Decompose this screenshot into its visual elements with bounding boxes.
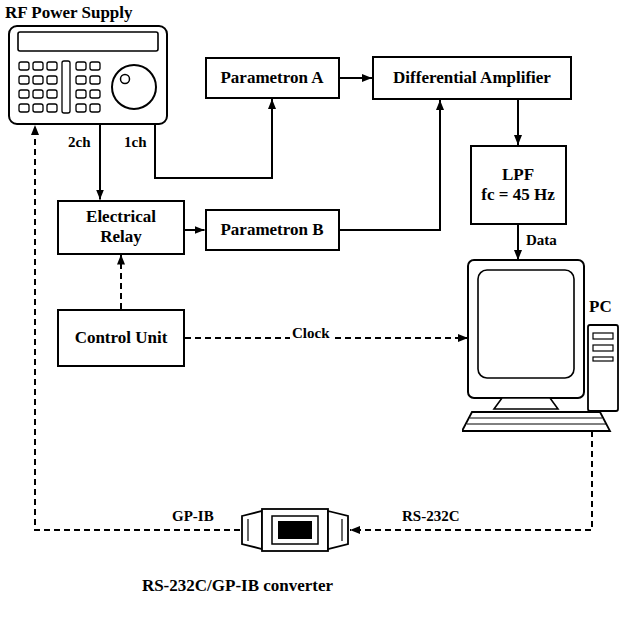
amplifier-box: Differential Amplifier	[372, 56, 572, 100]
power-supply-illustration	[8, 25, 168, 125]
node-text: Differential Amplifier	[383, 68, 561, 88]
signal-line	[517, 225, 519, 260]
node-text: LPF	[481, 165, 556, 185]
filter-box: LPFfc = 45 Hz	[470, 145, 567, 225]
signal-line	[340, 100, 441, 230]
node-text: Parametron B	[216, 220, 329, 240]
pc-illustration	[462, 255, 622, 435]
node-text: RF Power Supply	[5, 0, 180, 23]
pc: PC	[462, 255, 622, 435]
signal-line	[99, 125, 101, 200]
node-text: PC	[589, 297, 612, 317]
converter-illustration	[240, 507, 350, 553]
node-text: Parametron A	[216, 68, 329, 88]
signal-line	[155, 99, 272, 178]
process-box: Parametron A	[205, 57, 340, 99]
converter: RS-232C/GP-IB converter	[95, 500, 380, 600]
edge-label: Data	[524, 232, 559, 249]
node-text: Electrical Relay	[68, 207, 174, 248]
node-text: fc = 45 Hz	[481, 185, 556, 205]
control-box: Control Unit	[57, 309, 185, 367]
node-text: RS-232C/GP-IB converter	[142, 576, 333, 596]
control-line	[350, 431, 592, 530]
node-text: Control Unit	[68, 328, 174, 348]
signal-line	[517, 100, 519, 145]
edge-label: RS-232C	[400, 508, 462, 525]
edge-label: 1ch	[122, 134, 149, 151]
power-supply: RF Power Supply	[5, 0, 180, 128]
control-line	[120, 255, 122, 310]
signal-line	[185, 229, 205, 231]
signal-line	[340, 77, 373, 79]
control-line	[35, 125, 240, 530]
edge-label: 2ch	[66, 134, 93, 151]
relay-box: Electrical Relay	[57, 200, 185, 255]
edge-label: Clock	[290, 325, 332, 342]
process-box: Parametron B	[205, 209, 340, 251]
edge-label: GP-IB	[170, 508, 216, 525]
